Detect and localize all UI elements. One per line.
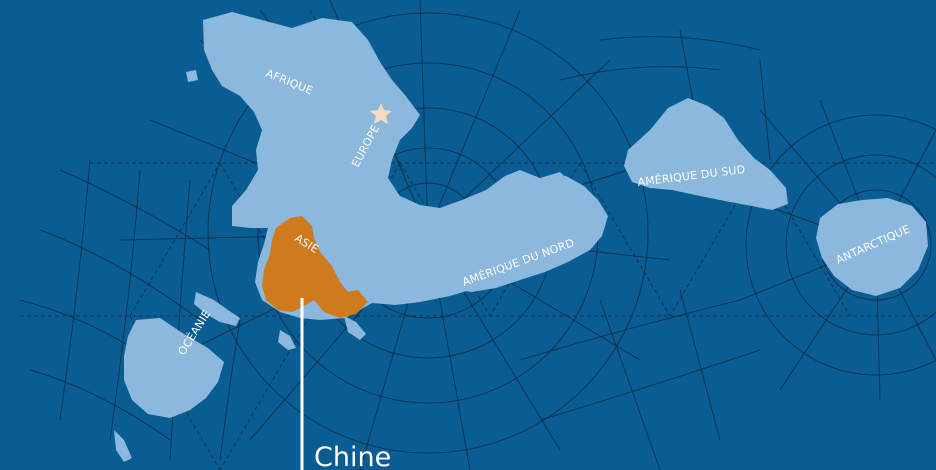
china-highlight <box>262 216 368 318</box>
china-region <box>262 216 368 318</box>
star-marker <box>370 103 392 124</box>
land-antarctica <box>816 198 928 296</box>
land-iceland-small <box>186 70 198 82</box>
land-indonesia <box>194 292 240 326</box>
china-callout: Chine <box>300 298 391 470</box>
land-south-america <box>624 98 788 210</box>
graticule-southeast <box>519 29 771 470</box>
land-greenland <box>378 198 414 226</box>
land-middle-east <box>258 128 336 200</box>
land-oceania <box>124 318 224 418</box>
graticule-west <box>19 159 241 461</box>
land-philippines <box>278 330 296 350</box>
land-new-zealand <box>114 430 132 462</box>
callout-label-chine: Chine <box>314 442 391 470</box>
land-japan <box>344 316 366 340</box>
land-north-america <box>446 176 608 292</box>
